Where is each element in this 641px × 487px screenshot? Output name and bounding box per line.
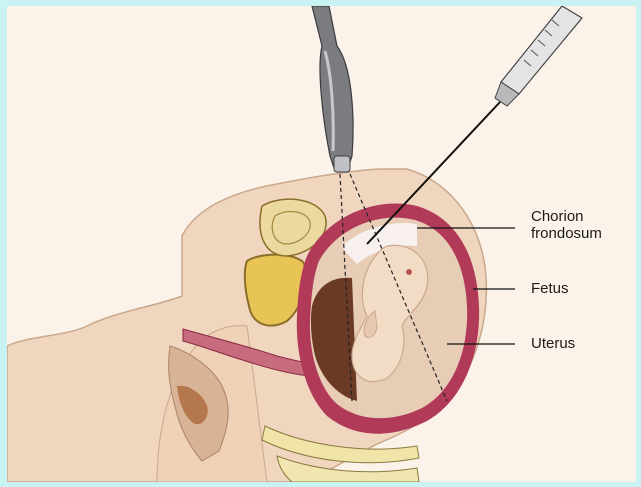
label-fetus: Fetus <box>531 280 569 298</box>
label-chorion-line1: Chorion <box>531 208 584 226</box>
ultrasound-probe-tip <box>334 156 350 172</box>
illustration-panel: Chorion frondosum Fetus Uterus <box>7 6 636 482</box>
syringe-barrel <box>501 6 582 94</box>
label-uterus: Uterus <box>531 335 575 353</box>
label-chorion-line2: frondosum <box>531 225 602 243</box>
transabdominal-procedure-illustration <box>7 6 636 482</box>
fetus-eye <box>406 269 412 275</box>
